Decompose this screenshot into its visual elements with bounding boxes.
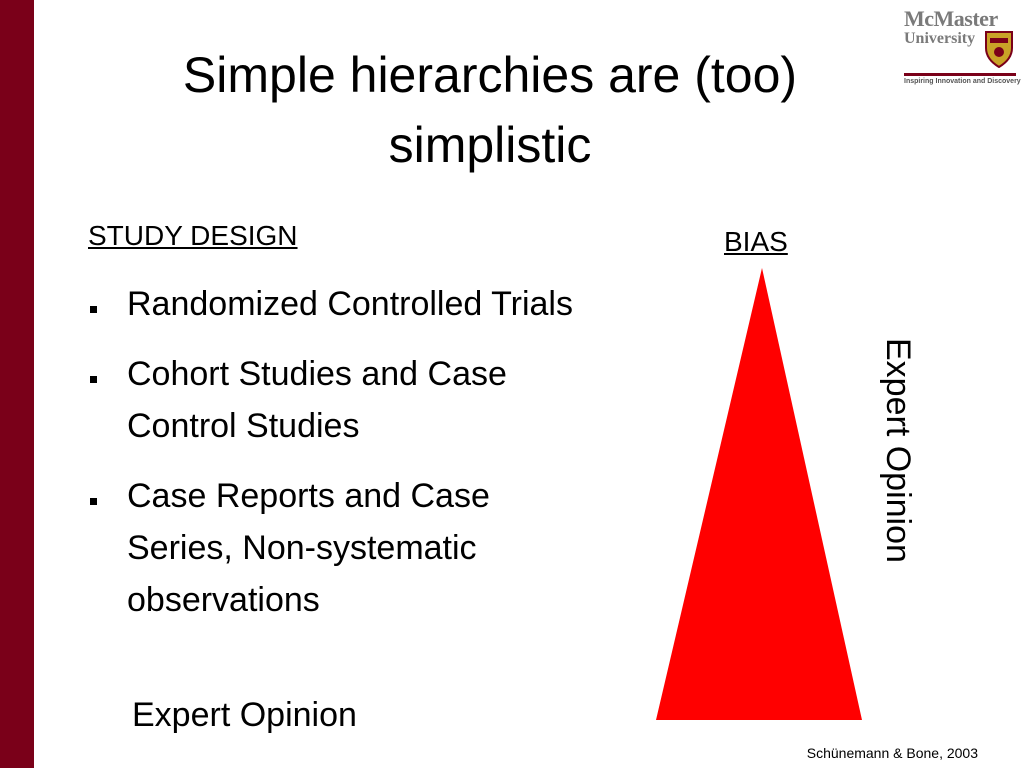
list-item-text: Case Reports and Case Series, Non-system…	[127, 477, 490, 619]
bias-triangle	[656, 268, 862, 720]
bias-label: BIAS	[724, 226, 788, 257]
section-heading: STUDY DESIGN	[88, 220, 298, 251]
list-item: Cohort Studies and Case Control Studies	[90, 348, 590, 452]
list-item: Case Reports and Case Series, Non-system…	[90, 470, 590, 626]
logo-rule	[904, 73, 1016, 76]
citation: Schünemann & Bone, 2003	[806, 745, 978, 761]
logo-tagline: Inspiring Innovation and Discovery	[904, 78, 1021, 85]
square-bullet-icon	[90, 498, 97, 505]
crest-icon	[985, 31, 1013, 68]
square-bullet-icon	[90, 306, 97, 313]
bias-triangle-shape	[656, 268, 862, 720]
list-item-text: Cohort Studies and Case Control Studies	[127, 355, 507, 445]
logo-line2: University	[904, 30, 976, 47]
slide-title: Simple hierarchies are (too) simplistic	[182, 47, 798, 173]
logo-line1: McMaster	[904, 6, 998, 31]
square-bullet-icon	[90, 376, 97, 383]
left-accent-bar	[0, 0, 34, 768]
mcmaster-logo: McMaster University Inspiring Innovation…	[904, 6, 1021, 88]
list-item-text: Randomized Controlled Trials	[127, 285, 573, 323]
list-item: Randomized Controlled Trials	[90, 278, 590, 330]
study-design-list: Randomized Controlled Trials Cohort Stud…	[90, 278, 590, 644]
expert-opinion-label: Expert Opinion	[132, 696, 357, 734]
expert-opinion-rotated-label: Expert Opinion	[879, 338, 917, 563]
